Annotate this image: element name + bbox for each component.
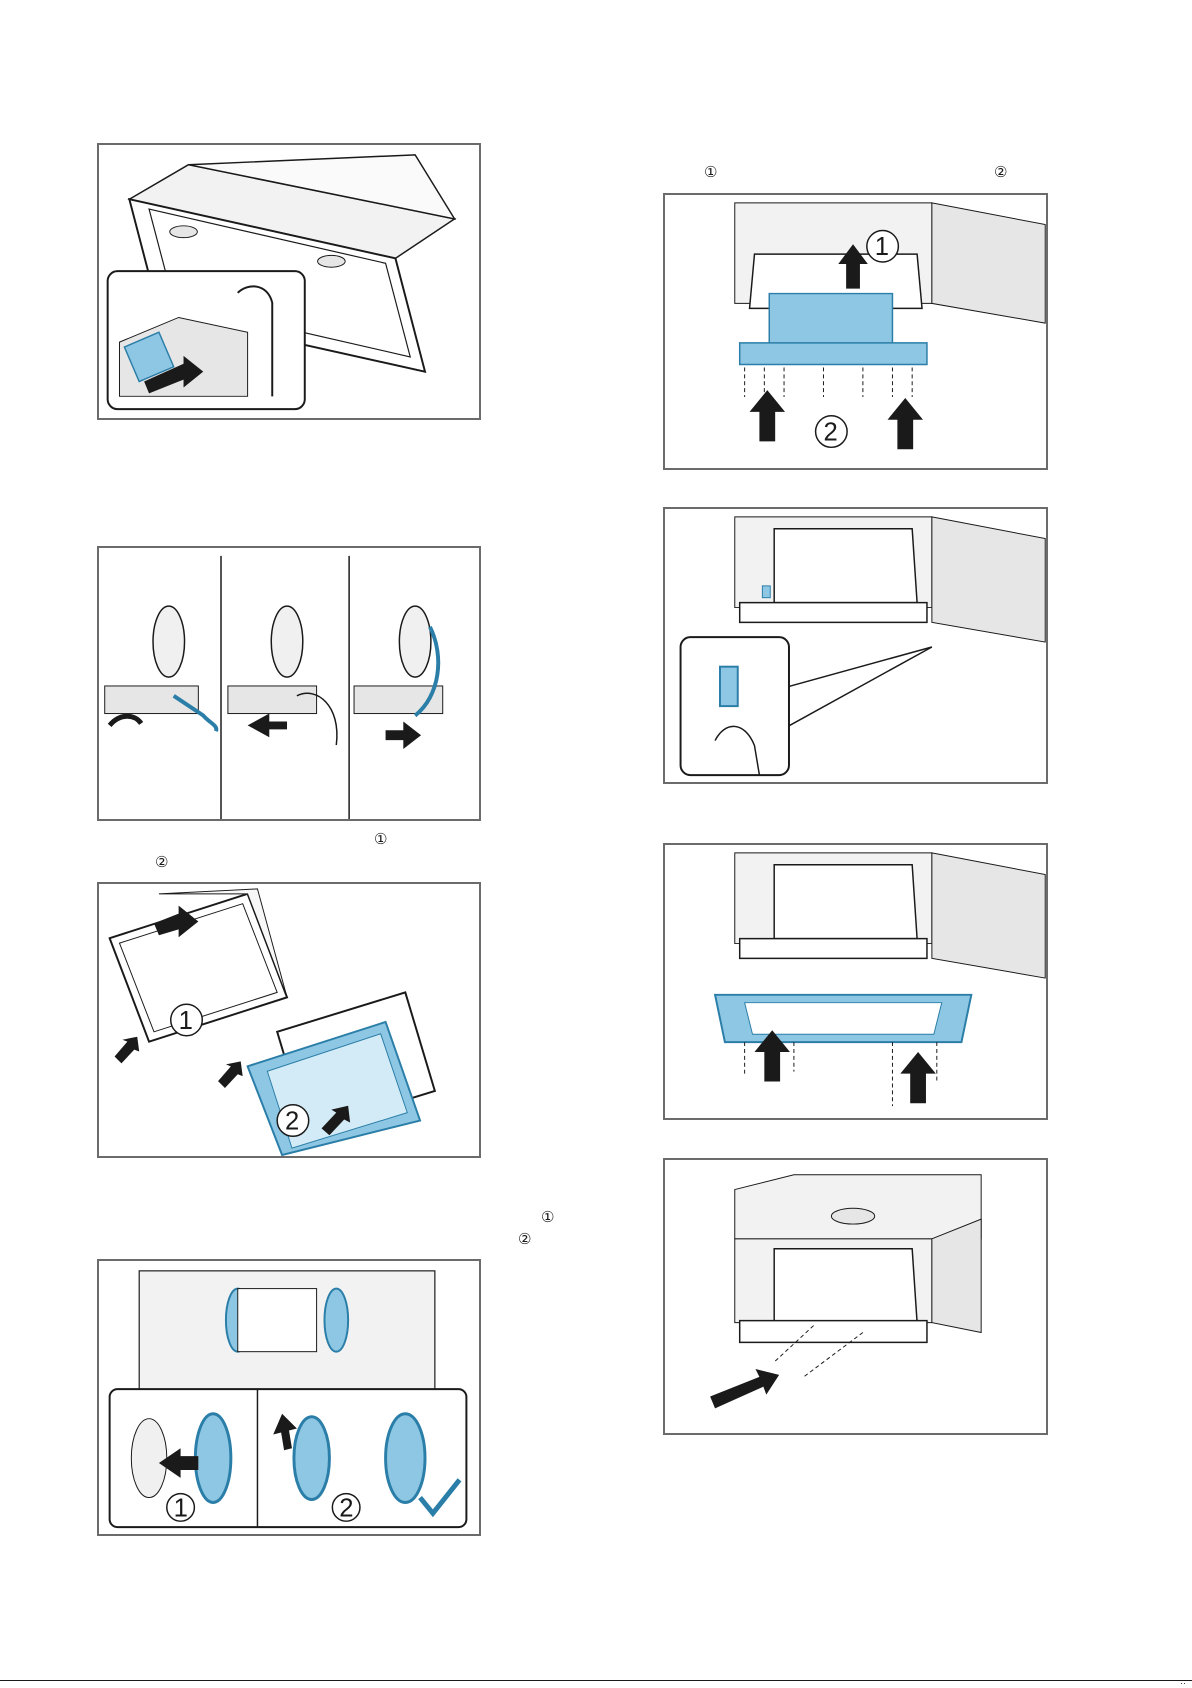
step-marker-2: ② — [155, 854, 168, 870]
callout-2: 2 — [285, 1107, 299, 1135]
figure-hood-in-cabinet-detail — [663, 507, 1048, 784]
figure-air-guide-rings: 1 2 — [97, 1259, 481, 1536]
step-marker-1: ① — [374, 831, 387, 847]
step-marker-2: ② — [994, 164, 1007, 180]
callout-1: 1 — [875, 233, 889, 261]
figure-cable-release-steps — [97, 546, 481, 821]
page-bottom-rule — [0, 1680, 1192, 1681]
callout-1: 1 — [179, 1007, 193, 1035]
figure-remove-panels: 1 2 — [97, 882, 481, 1158]
page-number: ·· — [1180, 1678, 1186, 1688]
callout-2: 2 — [823, 418, 837, 446]
callout-2: 2 — [339, 1494, 353, 1522]
final-screws-illustration — [665, 1160, 1046, 1433]
install-hood-body-illustration: 1 2 — [665, 195, 1046, 468]
step-marker-2: ② — [518, 1231, 531, 1247]
hood-in-cabinet-illustration — [665, 509, 1046, 782]
figure-mount-frame — [663, 843, 1048, 1120]
figure-install-hood-body: 1 2 — [663, 193, 1048, 470]
step-marker-1: ① — [541, 1209, 554, 1225]
step-marker-1: ① — [704, 164, 717, 180]
mount-frame-illustration — [665, 845, 1046, 1118]
remove-panels-illustration: 1 2 — [99, 884, 479, 1156]
callout-1: 1 — [174, 1494, 188, 1522]
cable-release-illustration — [99, 548, 479, 819]
figure-final-screws — [663, 1158, 1048, 1435]
air-guide-rings-illustration: 1 2 — [99, 1261, 479, 1534]
figure-hood-unplug — [97, 143, 481, 420]
hood-unplug-illustration — [99, 145, 479, 418]
